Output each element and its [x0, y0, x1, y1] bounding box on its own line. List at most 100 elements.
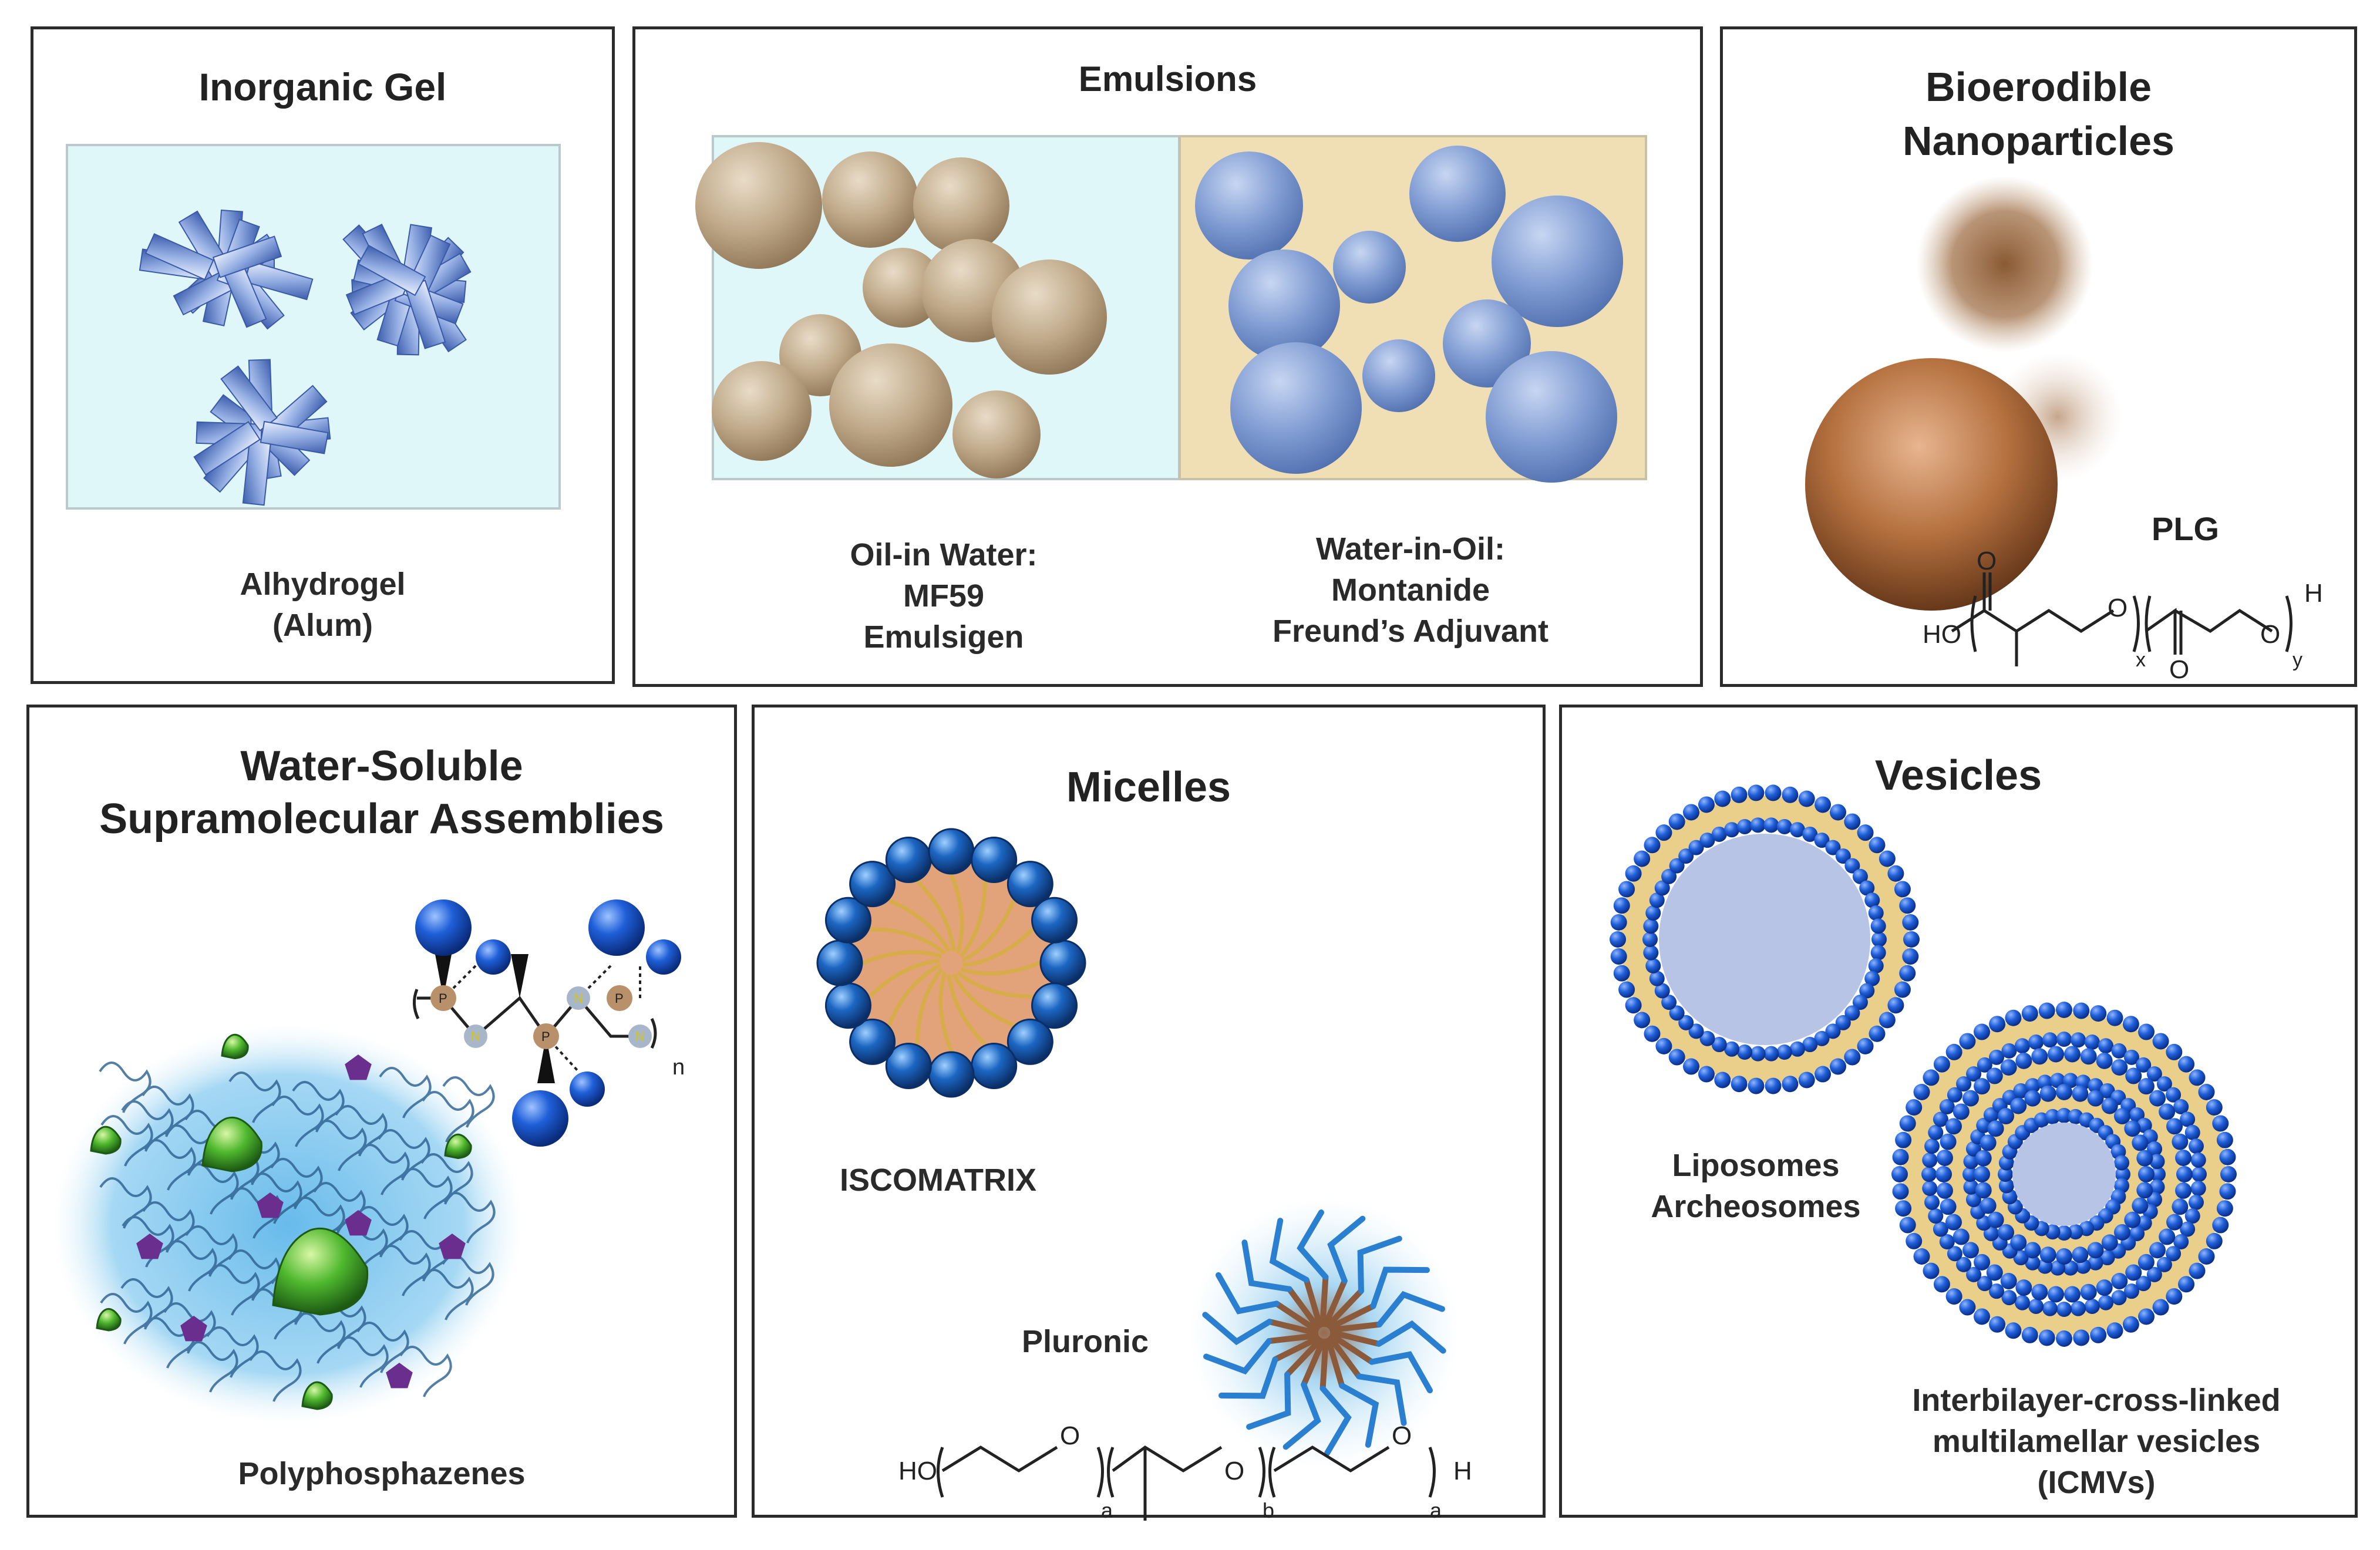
- polymer-chain: [314, 1120, 367, 1171]
- lipid-head: [1782, 1076, 1799, 1093]
- lipid-head: [2073, 1329, 2090, 1346]
- lipid-head: [2056, 1248, 2072, 1265]
- lipid-head: [1989, 1283, 2004, 1299]
- polymer-chain: [228, 1071, 281, 1123]
- pentagon-molecule: [180, 1316, 207, 1342]
- lipid-head: [1750, 1046, 1766, 1062]
- liposome-label: Liposomes Archeosomes: [1638, 1145, 1873, 1227]
- lipid-head: [1895, 1200, 1912, 1217]
- lipid-head: [1643, 918, 1659, 934]
- ppo-segment: [1301, 1338, 1326, 1388]
- water-droplet: [1333, 231, 1406, 304]
- lipid-head: [1763, 817, 1779, 833]
- polymer-chain: [292, 1081, 345, 1133]
- lipid-head: [1928, 1124, 1944, 1140]
- lipid-head: [2015, 1052, 2032, 1069]
- ppo-segment: [1325, 1337, 1345, 1389]
- alum-crystal: [193, 420, 261, 476]
- polymer-chain: [120, 1278, 173, 1330]
- polymer-chain: [356, 1206, 409, 1258]
- lipid-head: [2099, 1083, 2115, 1099]
- peo-segment: [1327, 1215, 1366, 1284]
- lipid-head: [2068, 1224, 2083, 1240]
- lipid-head: [2087, 1090, 2104, 1107]
- lipid-head: [2219, 1148, 2236, 1165]
- lipid-head: [2111, 1043, 2127, 1059]
- polymer-chain: [357, 1144, 410, 1195]
- hydrophobic-tail: [961, 899, 1016, 963]
- lipid-head: [2124, 1283, 2139, 1299]
- peo-segment: [1282, 1381, 1321, 1450]
- polymer-chain: [249, 1350, 302, 1402]
- polymer-chain: [229, 1187, 282, 1239]
- hydrophobic-tail: [960, 961, 1041, 976]
- title-line: Bioerodible: [1925, 64, 2152, 110]
- lipid-head: [2122, 1016, 2139, 1033]
- chem-h: H: [2304, 579, 2323, 608]
- polymer-chain: [378, 1245, 431, 1296]
- lipid-head: [1668, 1049, 1685, 1066]
- iscomatrix-tails: [862, 874, 1041, 1052]
- lipid-head: [1724, 822, 1740, 838]
- lipid-head: [1980, 1197, 1997, 1214]
- lipid-head: [2056, 1302, 2072, 1317]
- lipid-head: [1974, 1078, 1991, 1095]
- peo-segment: [1339, 1383, 1379, 1448]
- panel-water-soluble-assemblies: Water-Soluble Supramolecular Assemblies: [26, 705, 737, 1518]
- polymer-chain: [185, 1225, 238, 1277]
- lipid-head: [1928, 1208, 1944, 1224]
- polymer-chain: [100, 1115, 153, 1167]
- lipid-head: [1613, 897, 1630, 914]
- lipid-head: [2000, 1059, 2017, 1076]
- bilayer-core: [1903, 1013, 2226, 1336]
- ppo-segment: [1330, 1330, 1382, 1347]
- lipid-head: [2166, 1288, 2183, 1305]
- lipid-head: [1935, 1166, 1952, 1182]
- hydrophilic-head: [1031, 982, 1078, 1029]
- lipid-head: [1699, 833, 1715, 848]
- pentagon-molecule: [257, 1192, 284, 1218]
- lipid-head: [1798, 790, 1815, 807]
- lipid-head: [2024, 1242, 2041, 1259]
- lipid-head: [1825, 840, 1841, 855]
- chem-o: O: [2108, 594, 2127, 622]
- lipid-head: [2206, 1232, 2223, 1249]
- lipid-head: [1989, 1316, 2006, 1333]
- blue-ball: [415, 899, 472, 956]
- lipid-head: [2137, 1078, 2155, 1095]
- lipid-head: [1868, 958, 1884, 973]
- peo-segment: [1376, 1320, 1446, 1354]
- hydrophilic-head: [824, 982, 871, 1029]
- lipid-head: [2048, 1046, 2065, 1063]
- hydrophilic-head: [885, 1043, 932, 1090]
- polymer-chain: [143, 1139, 196, 1191]
- antigen-blob: [96, 1308, 122, 1332]
- lipid-head: [2166, 1087, 2182, 1103]
- lipid-head: [1678, 848, 1694, 864]
- plg-nanoparticles: PLG HO O O x O O y H: [1805, 176, 2323, 684]
- lipid-head: [1869, 837, 1886, 854]
- lipid-head: [2045, 1108, 2061, 1124]
- lipid-head: [1776, 818, 1792, 834]
- chem-o: O: [1977, 547, 1997, 575]
- lipid-head: [1939, 1099, 1955, 1114]
- lipid-head: [2010, 1097, 2027, 1114]
- lipid-head: [1989, 1049, 2004, 1065]
- chem-ho: HO: [898, 1457, 937, 1485]
- lipid-head: [2159, 1228, 2176, 1245]
- lipid-head: [2101, 1234, 2118, 1251]
- lipid-head: [1613, 965, 1630, 982]
- lipid-head: [2056, 1032, 2072, 1047]
- lipid-head: [2021, 1326, 2038, 1343]
- bilayer-core: [1985, 1095, 2143, 1254]
- lipid-head: [2098, 1038, 2114, 1054]
- lipid-head: [2072, 1246, 2089, 1263]
- polyphosphazene-illustration: P P P N N N n: [53, 899, 685, 1424]
- water-droplet: [1195, 151, 1303, 260]
- panel-title: Micelles: [1066, 764, 1231, 811]
- hydrophilic-head: [971, 1043, 1018, 1090]
- lipid-head: [1899, 897, 1916, 914]
- ppo-segment: [1319, 1338, 1329, 1391]
- alum-label-line: Alhydrogel: [240, 567, 406, 602]
- water-droplet: [1486, 351, 1617, 483]
